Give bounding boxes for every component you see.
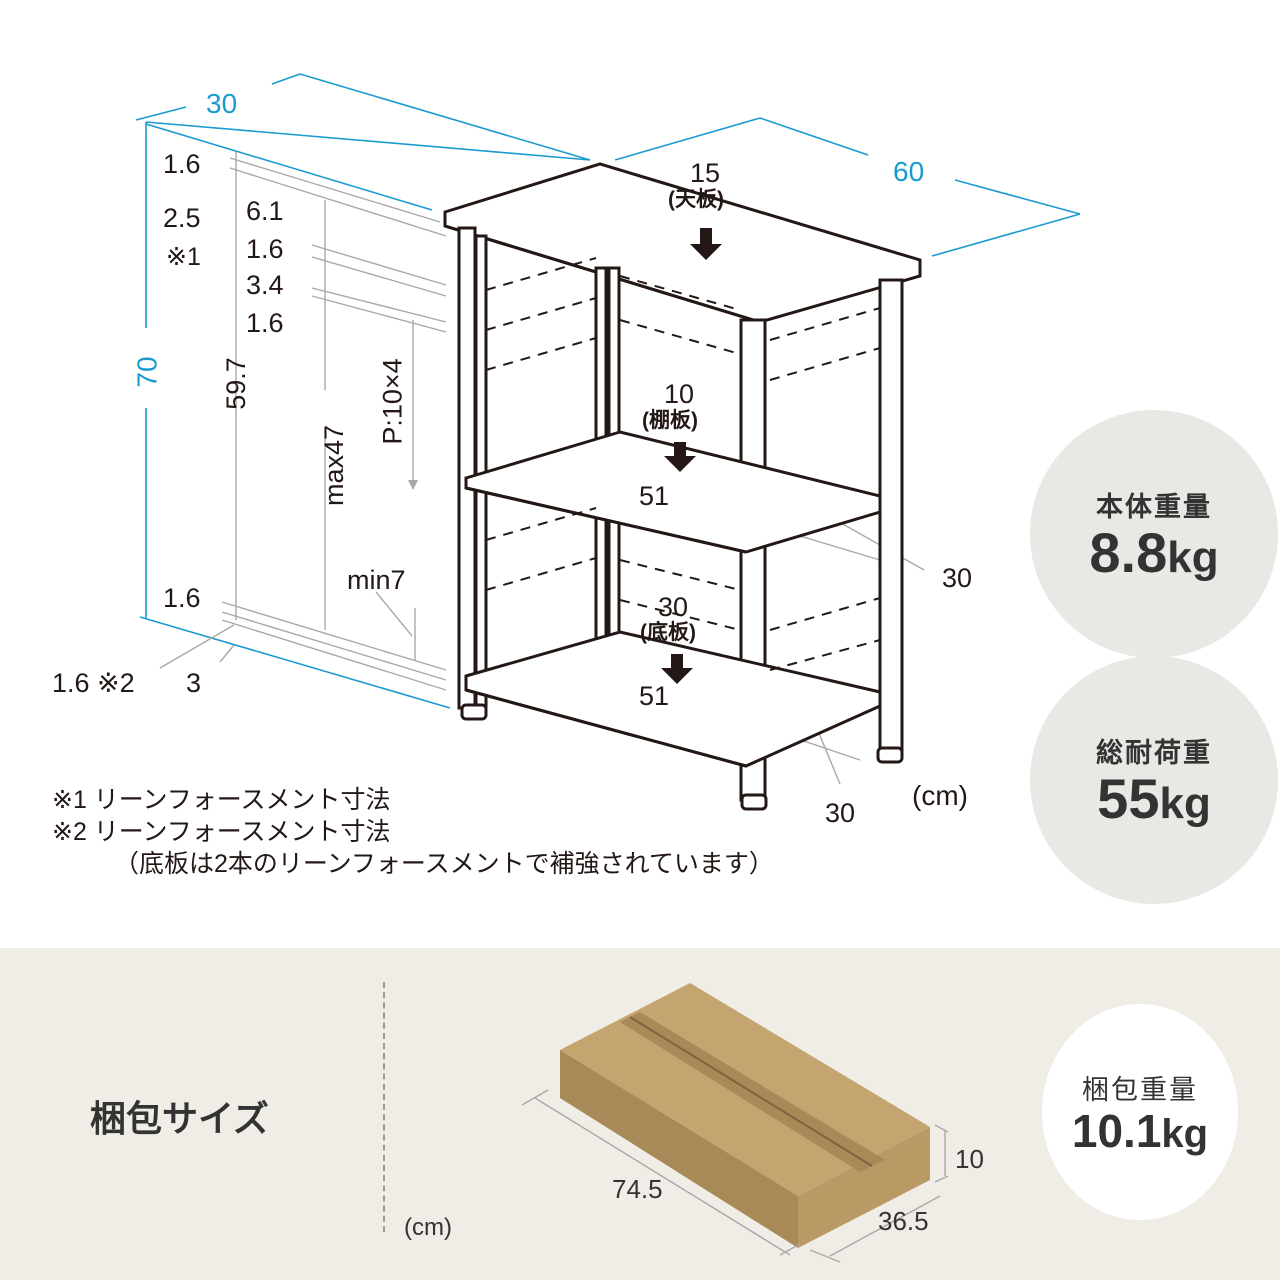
rack-frame [443, 162, 922, 811]
body-weight-badge: 本体重量 8.8kg [1030, 410, 1278, 658]
total-load-badge: 総耐荷重 55kg [1030, 656, 1278, 904]
min-gap-label: min7 [347, 565, 406, 595]
total-load-value: 55kg [1097, 767, 1211, 831]
bottom-load-caption: (底板) [640, 621, 696, 644]
package-unit-label: (cm) [404, 1214, 452, 1241]
shelf-load-value: 10 [664, 379, 695, 409]
total-load-caption: 総耐荷重 [1096, 738, 1212, 769]
package-length-label: 74.5 [612, 1174, 663, 1204]
bottom-board-thickness-label: 1.6 [163, 583, 201, 613]
bottom-load-value: 30 [658, 592, 689, 622]
body-weight-value: 8.8kg [1089, 521, 1219, 585]
package-weight-badge: 梱包重量 10.1kg [1042, 1004, 1238, 1220]
package-box-illustration [521, 983, 949, 1263]
footnote-2-detail: （底板は2本のリーンフォースメントで補強されています） [114, 850, 774, 878]
package-weight-caption: 梱包重量 [1082, 1075, 1198, 1106]
footnote-1: ※1 リーンフォースメント寸法 [52, 786, 391, 814]
bottom-depth-label: 30 [825, 798, 856, 828]
top-load-caption: (天板) [668, 188, 724, 211]
reinforcement-1-mark: ※1 [166, 243, 201, 271]
shelf-load-caption: (棚板) [642, 409, 698, 432]
top-load-arrow-icon [690, 228, 722, 260]
overall-dimension-lines [135, 73, 1081, 709]
inner-height-label: 59.7 [220, 357, 251, 410]
max-height-label: max47 [319, 424, 350, 507]
package-height-label: 10 [955, 1144, 984, 1174]
dashed-divider [383, 982, 385, 1232]
package-width-label: 36.5 [878, 1206, 929, 1236]
package-size-title: 梱包サイズ [90, 1098, 269, 1139]
overall-depth-label: 30 [206, 88, 238, 119]
shelf-thickness-b-label: 1.6 [246, 308, 284, 338]
shelf-thickness-a-label: 1.6 [246, 234, 284, 264]
top-gap-label: 6.1 [246, 196, 284, 226]
mid-gap-label: 3.4 [246, 270, 284, 300]
top-load-value: 15 [690, 158, 721, 188]
body-weight-caption: 本体重量 [1096, 492, 1212, 523]
footnotes: ※1 リーンフォースメント寸法 ※2 リーンフォースメント寸法 （底板は2本のリ… [52, 784, 774, 880]
pitch-label: P:10×4 [377, 358, 408, 445]
top-board-thickness-label: 1.6 [163, 149, 201, 179]
shelf-depth-label: 30 [942, 563, 973, 593]
reinforcement-1-label: 2.5 [163, 203, 201, 233]
diagram-unit-label: (cm) [912, 780, 968, 811]
rack-back-dashes [485, 257, 881, 671]
overall-height-label: 70 [131, 356, 163, 388]
package-weight-value: 10.1kg [1071, 1105, 1209, 1158]
pitch-arrow-head-icon [408, 480, 418, 490]
footnote-2: ※2 リーンフォースメント寸法 [52, 818, 391, 846]
bottom-load-arrow-icon [661, 654, 693, 684]
bottom-width-label: 51 [639, 681, 670, 711]
overall-width-label: 60 [893, 156, 925, 187]
reinforcement-2-label: 1.6 ※2 [52, 668, 135, 698]
shelf-width-label: 51 [639, 481, 670, 511]
load-arrows [661, 228, 722, 684]
shelf-load-arrow-icon [664, 442, 696, 472]
foot-height-label: 3 [186, 668, 202, 698]
